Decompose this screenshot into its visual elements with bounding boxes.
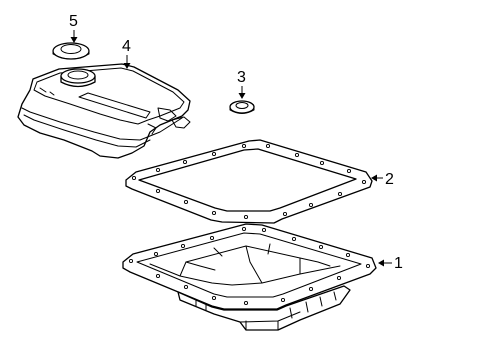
callout-3-label: 3 <box>237 69 246 86</box>
callout-4: 4 <box>122 38 131 69</box>
callout-2: 2 <box>371 171 394 188</box>
part-3-seal <box>229 100 255 114</box>
callout-1: 1 <box>378 255 403 272</box>
callout-4-label: 4 <box>122 38 131 55</box>
callout-2-label: 2 <box>385 171 394 188</box>
callout-5-label: 5 <box>69 13 78 30</box>
part-1-oil-pan <box>122 223 377 331</box>
part-2-gasket <box>125 139 373 224</box>
callout-3: 3 <box>237 69 246 99</box>
callout-1-label: 1 <box>394 255 403 272</box>
callout-5: 5 <box>69 13 78 43</box>
part-5-seal <box>52 42 90 60</box>
part-4-filter <box>17 63 191 159</box>
